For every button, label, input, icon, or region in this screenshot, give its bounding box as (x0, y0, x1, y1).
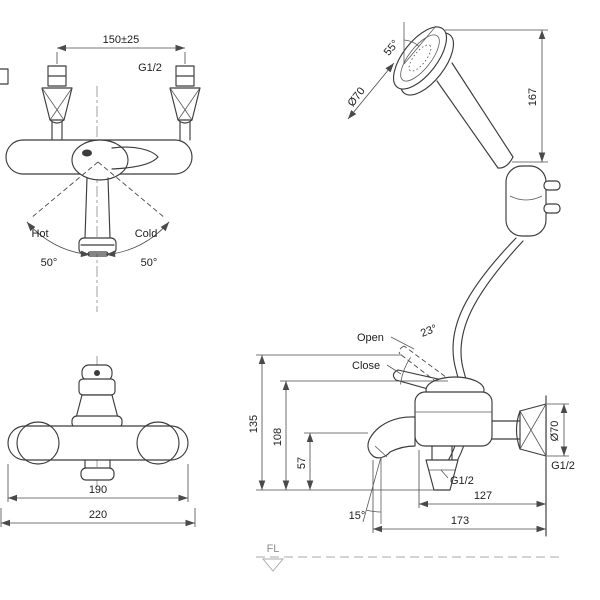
right-escutcheon (169, 87, 201, 141)
spread-dimension: 150±25 (56, 34, 186, 64)
handle-cap (78, 364, 116, 396)
bracket-hook-lower (543, 203, 561, 214)
right-supply-fitting (175, 65, 195, 87)
floor-datum-triangle (262, 558, 284, 572)
bracket-hook-upper (543, 180, 561, 191)
left-flange (16, 421, 60, 465)
overall-width-label: 220 (89, 509, 107, 521)
depth-total-dimension: 173 (372, 460, 546, 533)
swing-angle-left-label: 50° (41, 257, 58, 269)
close-leader (386, 364, 402, 375)
spout-angle-annotation: 15° (349, 456, 382, 524)
outlet-thread-label: G1/2 (450, 475, 474, 487)
body-width-label: 190 (89, 484, 107, 496)
close-label: Close (352, 360, 380, 372)
lever-angle-label: 23° (419, 323, 439, 340)
upper-front-view: 150±25 G1/2 (0, 34, 201, 312)
handle-indicator (82, 149, 92, 157)
height-spout-label: 57 (296, 457, 308, 469)
depth-body-label: 127 (474, 490, 492, 502)
side-spout (367, 416, 416, 459)
shower-handle (436, 62, 514, 169)
lower-front-view: 190 220 (0, 356, 196, 527)
depth-body-dimension: 127 (418, 450, 546, 508)
supply-thread-label: G1/2 (138, 62, 162, 74)
side-view: 23° Open Close G1/2 (248, 323, 575, 537)
lower-spout (80, 459, 115, 481)
depth-total-label: 173 (451, 515, 469, 527)
left-escutcheon (41, 87, 73, 141)
cold-label: Cold (135, 228, 158, 240)
open-label: Open (357, 332, 384, 344)
spray-pattern (408, 44, 432, 72)
left-supply-fitting (47, 65, 67, 87)
body-width-dimension: 190 (7, 464, 189, 502)
swing-arc-left (26, 221, 90, 258)
shower-head (392, 26, 455, 96)
floor-label: FL (267, 543, 280, 555)
edge-fitting-partial (0, 68, 9, 85)
cartridge-housing (71, 394, 123, 429)
lever-angle-arc (400, 357, 411, 385)
hot-label: Hot (31, 228, 48, 240)
outlet-cone (425, 445, 459, 491)
wall-thread-label: G1/2 (551, 460, 575, 472)
handle-swing-annotation: Hot Cold 50° 50° (26, 161, 170, 269)
mixer-handle (71, 139, 159, 181)
open-leader (390, 336, 415, 350)
spout-angle-label: 15° (349, 510, 366, 522)
escutcheon-diameter-dimension: Ø70 (547, 403, 569, 457)
height-dimensions: 135 108 57 (248, 354, 448, 491)
spread-dimension-label: 150±25 (103, 34, 140, 46)
cap-indicator (94, 370, 100, 376)
shower-length-label: 167 (527, 88, 539, 106)
swing-arc-right (106, 221, 170, 258)
wall-escutcheon (491, 403, 547, 457)
lower-mixer-body (7, 425, 189, 461)
swing-angle-right-label: 50° (141, 257, 158, 269)
height-total-label: 135 (248, 415, 260, 433)
escutcheon-diameter-label: Ø70 (549, 421, 561, 442)
floor-line: FL (256, 543, 560, 572)
wall-bracket (505, 165, 561, 237)
hand-shower-view: 55° Ø70 167 (346, 22, 561, 464)
shower-length-dimension: 167 (445, 29, 548, 163)
right-flange (136, 421, 180, 465)
height-body-label: 108 (272, 428, 284, 446)
side-body (414, 391, 493, 447)
outlet-thread-leader (440, 469, 449, 479)
overall-width-dimension: 220 (0, 508, 196, 527)
